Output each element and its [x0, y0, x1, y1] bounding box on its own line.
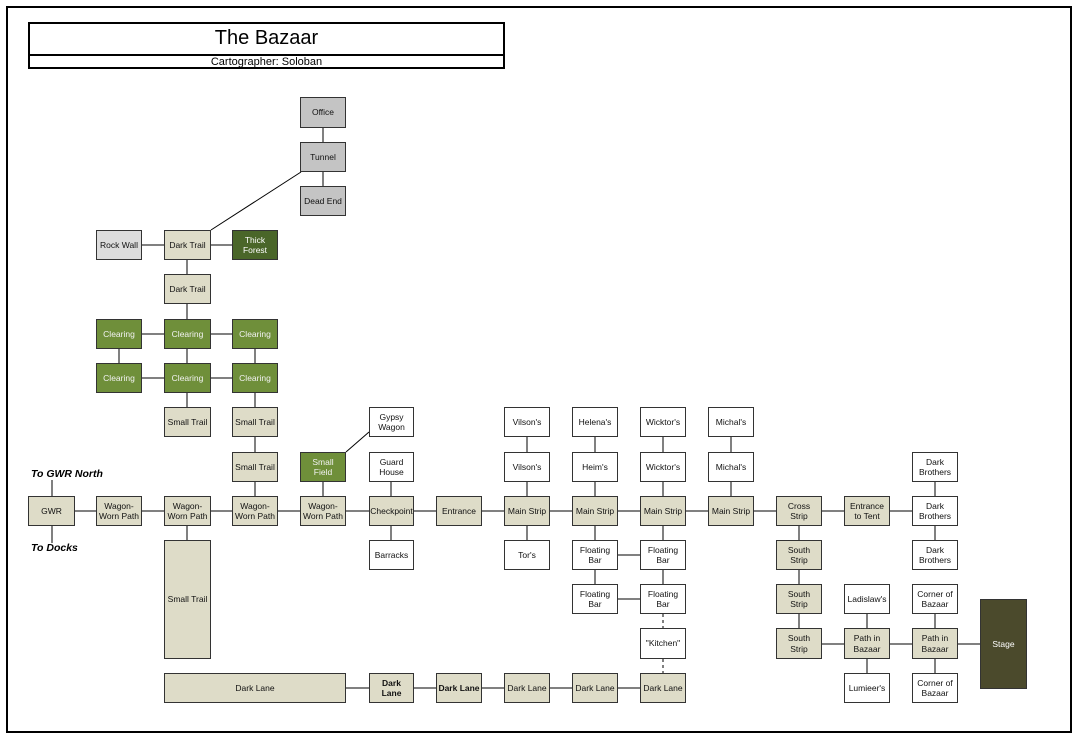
room-rock-wall[interactable]: Rock Wall: [96, 230, 142, 260]
room-lumieer[interactable]: Lumieer's: [844, 673, 890, 703]
room-wagon-path-1[interactable]: Wagon-Worn Path: [96, 496, 142, 526]
cartographer-label: Cartographer: Soloban: [210, 56, 323, 68]
room-corner-1[interactable]: Corner of Bazaar: [912, 584, 958, 614]
room-cross-strip[interactable]: Cross Strip: [776, 496, 822, 526]
room-tor[interactable]: Tor's: [504, 540, 550, 570]
map-frame: [6, 6, 1072, 733]
room-floating-bar-2[interactable]: Floating Bar: [640, 540, 686, 570]
room-ladislaw[interactable]: Ladislaw's: [844, 584, 890, 614]
room-south-strip-3[interactable]: South Strip: [776, 628, 822, 659]
room-dark-lane-3[interactable]: Dark Lane: [504, 673, 550, 703]
room-wagon-path-2[interactable]: Wagon-Worn Path: [164, 496, 211, 526]
room-clearing-6[interactable]: Clearing: [232, 363, 278, 393]
room-clearing-3[interactable]: Clearing: [232, 319, 278, 349]
room-barracks[interactable]: Barracks: [369, 540, 414, 570]
title-box: The Bazaar Cartographer: Soloban: [28, 22, 505, 69]
room-guard-house[interactable]: Guard House: [369, 452, 414, 482]
room-wicktor-2[interactable]: Wicktor's: [640, 452, 686, 482]
room-checkpoint[interactable]: Checkpoint: [369, 496, 414, 526]
room-dark-lane-5[interactable]: Dark Lane: [640, 673, 686, 703]
exit-label-north: To GWR North: [31, 468, 103, 480]
room-dark-brothers-3[interactable]: Dark Brothers: [912, 540, 958, 570]
room-main-strip-2[interactable]: Main Strip: [572, 496, 618, 526]
room-wicktor-1[interactable]: Wicktor's: [640, 407, 686, 437]
room-clearing-4[interactable]: Clearing: [96, 363, 142, 393]
room-entrance[interactable]: Entrance: [436, 496, 482, 526]
room-main-strip-4[interactable]: Main Strip: [708, 496, 754, 526]
room-corner-2[interactable]: Corner of Bazaar: [912, 673, 958, 703]
room-south-strip-1[interactable]: South Strip: [776, 540, 822, 570]
room-heim[interactable]: Heim's: [572, 452, 618, 482]
room-vilson-2[interactable]: Vilson's: [504, 452, 550, 482]
room-path-bazaar-1[interactable]: Path in Bazaar: [844, 628, 890, 659]
room-dark-trail-2[interactable]: Dark Trail: [164, 274, 211, 304]
room-dark-lane-2[interactable]: Dark Lane: [436, 673, 482, 703]
map-title: The Bazaar: [214, 27, 319, 49]
room-dark-brothers-2[interactable]: Dark Brothers: [912, 496, 958, 526]
room-floating-bar-1[interactable]: Floating Bar: [572, 540, 618, 570]
exit-label-docks: To Docks: [31, 542, 78, 554]
title-divider: [30, 54, 503, 56]
connector: [210, 171, 302, 231]
room-gwr[interactable]: GWR: [28, 496, 75, 526]
room-wagon-path-3[interactable]: Wagon-Worn Path: [232, 496, 278, 526]
room-clearing-2[interactable]: Clearing: [164, 319, 211, 349]
room-dark-lane-4[interactable]: Dark Lane: [572, 673, 618, 703]
room-main-strip-3[interactable]: Main Strip: [640, 496, 686, 526]
room-kitchen[interactable]: "Kitchen": [640, 628, 686, 659]
room-dead-end[interactable]: Dead End: [300, 186, 346, 216]
room-small-trail-3[interactable]: Small Trail: [232, 452, 278, 482]
room-floating-bar-4[interactable]: Floating Bar: [640, 584, 686, 614]
room-clearing-1[interactable]: Clearing: [96, 319, 142, 349]
connector: [345, 431, 370, 453]
room-main-strip-1[interactable]: Main Strip: [504, 496, 550, 526]
room-michal-1[interactable]: Michal's: [708, 407, 754, 437]
room-path-bazaar-2[interactable]: Path in Bazaar: [912, 628, 958, 659]
room-entrance-tent[interactable]: Entrance to Tent: [844, 496, 890, 526]
room-small-trail-2[interactable]: Small Trail: [232, 407, 278, 437]
room-small-field[interactable]: Small Field: [300, 452, 346, 482]
room-floating-bar-3[interactable]: Floating Bar: [572, 584, 618, 614]
room-thick-forest[interactable]: Thick Forest: [232, 230, 278, 260]
room-clearing-5[interactable]: Clearing: [164, 363, 211, 393]
room-stage[interactable]: Stage: [980, 599, 1027, 689]
room-office[interactable]: Office: [300, 97, 346, 128]
room-small-trail-long[interactable]: Small Trail: [164, 540, 211, 659]
room-gypsy-wagon[interactable]: Gypsy Wagon: [369, 407, 414, 437]
room-tunnel[interactable]: Tunnel: [300, 142, 346, 172]
room-small-trail-1[interactable]: Small Trail: [164, 407, 211, 437]
room-wagon-path-4[interactable]: Wagon-Worn Path: [300, 496, 346, 526]
room-dark-lane-long[interactable]: Dark Lane: [164, 673, 346, 703]
room-helena[interactable]: Helena's: [572, 407, 618, 437]
room-michal-2[interactable]: Michal's: [708, 452, 754, 482]
room-south-strip-2[interactable]: South Strip: [776, 584, 822, 614]
room-dark-trail-1[interactable]: Dark Trail: [164, 230, 211, 260]
room-dark-brothers-1[interactable]: Dark Brothers: [912, 452, 958, 482]
room-vilson-1[interactable]: Vilson's: [504, 407, 550, 437]
room-dark-lane-1[interactable]: Dark Lane: [369, 673, 414, 703]
